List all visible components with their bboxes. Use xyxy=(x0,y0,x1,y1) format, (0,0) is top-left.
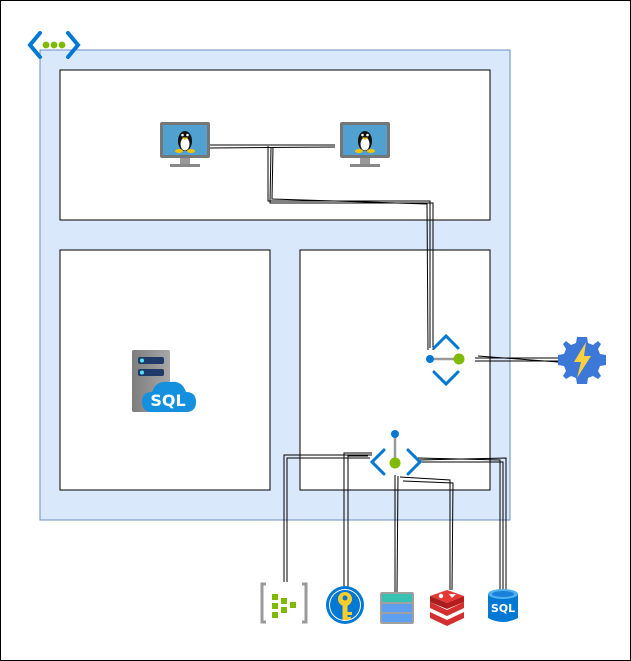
private-endpoint-icon[interactable] xyxy=(426,333,465,387)
connector-sql-db xyxy=(417,457,501,592)
connector-event-hub xyxy=(283,454,372,582)
connectors xyxy=(209,144,560,593)
sql-server-icon[interactable]: SQL xyxy=(132,350,196,412)
private-endpoint-icon[interactable] xyxy=(369,430,423,476)
sql-database-icon[interactable]: SQL xyxy=(488,589,518,622)
redis-cache-icon[interactable] xyxy=(430,590,464,626)
connector-redis xyxy=(399,476,451,590)
key-vault-icon[interactable] xyxy=(326,586,364,624)
virtual-network-icon[interactable] xyxy=(27,31,81,59)
function-app-icon[interactable] xyxy=(558,337,606,384)
linux-virtual-machine-icon[interactable] xyxy=(160,122,210,167)
sql-database-label: SQL xyxy=(491,602,515,615)
connector-key-vault xyxy=(343,452,372,588)
storage-account-icon[interactable] xyxy=(380,592,414,624)
linux-virtual-machine-icon[interactable] xyxy=(340,122,390,167)
sql-server-label: SQL xyxy=(150,391,185,410)
event-hub-icon[interactable] xyxy=(260,582,308,624)
